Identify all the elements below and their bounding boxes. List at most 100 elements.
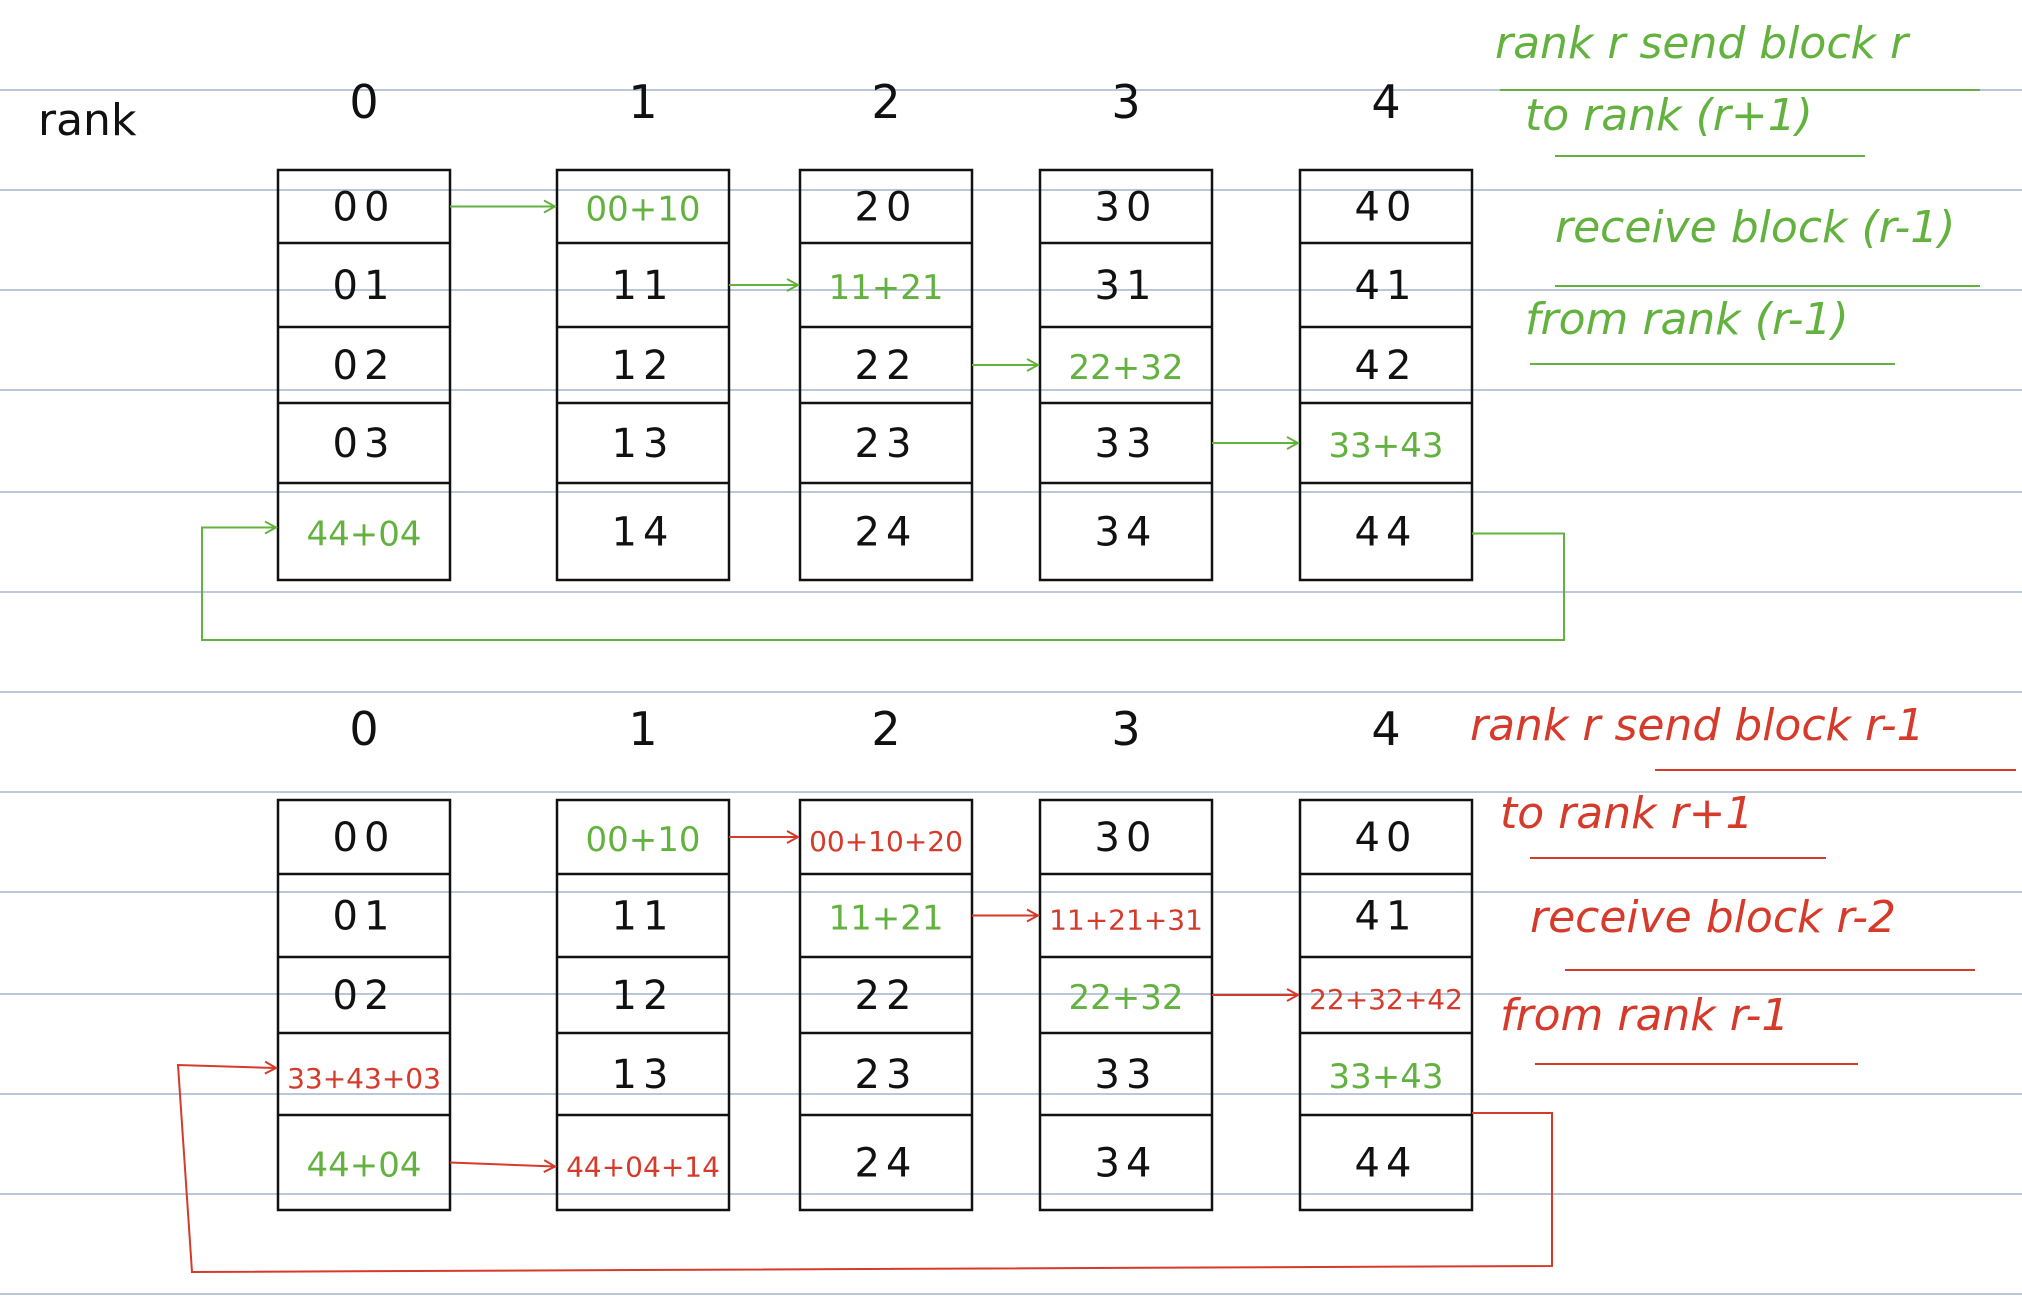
block-cell: 44+04+14 (566, 1151, 720, 1184)
block-cell: 40 (1355, 185, 1418, 231)
note-line: rank r send block r-1 (1470, 700, 1925, 751)
rank-header: 3 (1111, 75, 1140, 129)
block-cell: 44 (1355, 1141, 1418, 1187)
block-cell: 11+21+31 (1049, 904, 1203, 937)
block-cell: 01 (333, 263, 396, 309)
buffer-outline (1038, 798, 1214, 1212)
block-cell: 11+21 (828, 899, 943, 939)
rank-header: 0 (349, 702, 378, 756)
buffer-outline (1298, 168, 1474, 582)
block-cell: 11 (612, 894, 675, 940)
note-line: to rank (r+1) (1525, 90, 1813, 141)
block-cell: 34 (1095, 510, 1158, 556)
block-cell: 24 (855, 1141, 918, 1187)
block-cell: 41 (1355, 894, 1418, 940)
note-line: rank r send block r (1495, 18, 1911, 69)
rank-2-buffer: 00+10+20 11+21 22 23 24 (798, 798, 974, 1212)
block-cell: 44 (1355, 510, 1418, 556)
block-cell: 02 (333, 973, 396, 1019)
block-cell: 44+04 (306, 1146, 421, 1186)
rank-2-buffer: 20 11+21 22 23 24 (798, 168, 974, 582)
send-arrow (449, 1163, 555, 1167)
note-line: receive block (r-1) (1555, 202, 1955, 253)
notebook-rule-lines (0, 89, 2022, 1295)
transfer-arrows (201, 207, 1565, 641)
block-cell: 42 (1355, 343, 1418, 389)
rank-4-buffer: 40 41 22+32+42 33+43 44 (1298, 798, 1474, 1212)
block-cell: 22 (855, 973, 918, 1019)
note-line: from rank (r-1) (1525, 294, 1849, 345)
block-cell: 00+10 (585, 820, 700, 860)
rank-header: 0 (349, 75, 378, 129)
block-cell: 40 (1355, 815, 1418, 861)
rank-header: 1 (628, 702, 657, 756)
block-cell: 13 (612, 1052, 675, 1098)
rank-header: 4 (1371, 702, 1400, 756)
block-cell: 33+43 (1328, 426, 1443, 466)
block-cell: 44+04 (306, 515, 421, 555)
block-cell: 33 (1095, 421, 1158, 467)
block-cell: 22+32 (1068, 978, 1183, 1018)
block-cell: 12 (612, 973, 675, 1019)
block-cell: 33 (1095, 1052, 1158, 1098)
block-cell: 34 (1095, 1141, 1158, 1187)
rank-header: 1 (628, 75, 657, 129)
block-cell: 13 (612, 421, 675, 467)
block-cell: 00+10 (585, 190, 700, 230)
block-cell: 20 (855, 185, 918, 231)
block-cell: 03 (333, 421, 396, 467)
rank-header: 3 (1111, 702, 1140, 756)
rank-3-buffer: 30 31 22+32 33 34 (1038, 168, 1214, 582)
rank-axis-label: rank (38, 95, 137, 146)
block-cell: 30 (1095, 815, 1158, 861)
buffer-outline (798, 168, 974, 582)
buffer-outline (798, 798, 974, 1212)
buffer-outline (276, 168, 452, 582)
transfer-arrows (176, 837, 1553, 1274)
block-cell: 22 (855, 343, 918, 389)
block-cell: 22+32+42 (1309, 983, 1463, 1016)
rank-header: 2 (871, 75, 900, 129)
protocol-notes: rank r send block r-1 to rank r+1 receive … (1470, 700, 2016, 1065)
block-cell: 12 (612, 343, 675, 389)
rank-3-buffer: 30 11+21+31 22+32 33 34 (1038, 798, 1214, 1212)
block-cell: 11 (612, 263, 675, 309)
block-cell: 02 (333, 343, 396, 389)
buffer-outline (1038, 168, 1214, 582)
block-cell: 23 (855, 421, 918, 467)
block-cell: 11+21 (828, 268, 943, 308)
buffer-outline (555, 798, 731, 1212)
block-cell: 14 (612, 510, 675, 556)
buffer-outline (1298, 798, 1474, 1212)
note-line: from rank r-1 (1500, 990, 1789, 1041)
buffer-outline (276, 798, 452, 1212)
block-cell: 31 (1095, 263, 1158, 309)
block-cell: 33+43 (1328, 1057, 1443, 1097)
block-cell: 00+10+20 (809, 825, 963, 858)
block-cell: 00 (333, 815, 396, 861)
buffer-outline (555, 168, 731, 582)
rank-header: 4 (1371, 75, 1400, 129)
rank-1-buffer: 00+10 11 12 13 14 (555, 168, 731, 582)
protocol-notes: rank r send block r to rank (r+1) receive … (1495, 18, 1980, 365)
block-cell: 41 (1355, 263, 1418, 309)
block-cell: 23 (855, 1052, 918, 1098)
rank-0-buffer: 00 01 02 03 44+04 (276, 168, 452, 582)
rank-1-buffer: 00+10 11 12 13 44+04+14 (555, 798, 731, 1212)
rank-header: 2 (871, 702, 900, 756)
block-cell: 33+43+03 (287, 1062, 441, 1095)
note-line: receive block r-2 (1530, 892, 1896, 943)
block-cell: 22+32 (1068, 348, 1183, 388)
note-line: to rank r+1 (1500, 788, 1754, 839)
block-cell: 24 (855, 510, 918, 556)
rank-4-buffer: 40 41 42 33+43 44 (1298, 168, 1474, 582)
wraparound-arrow (176, 1065, 1553, 1274)
block-cell: 30 (1095, 185, 1158, 231)
wraparound-arrow (201, 528, 1565, 641)
block-cell: 00 (333, 185, 396, 231)
